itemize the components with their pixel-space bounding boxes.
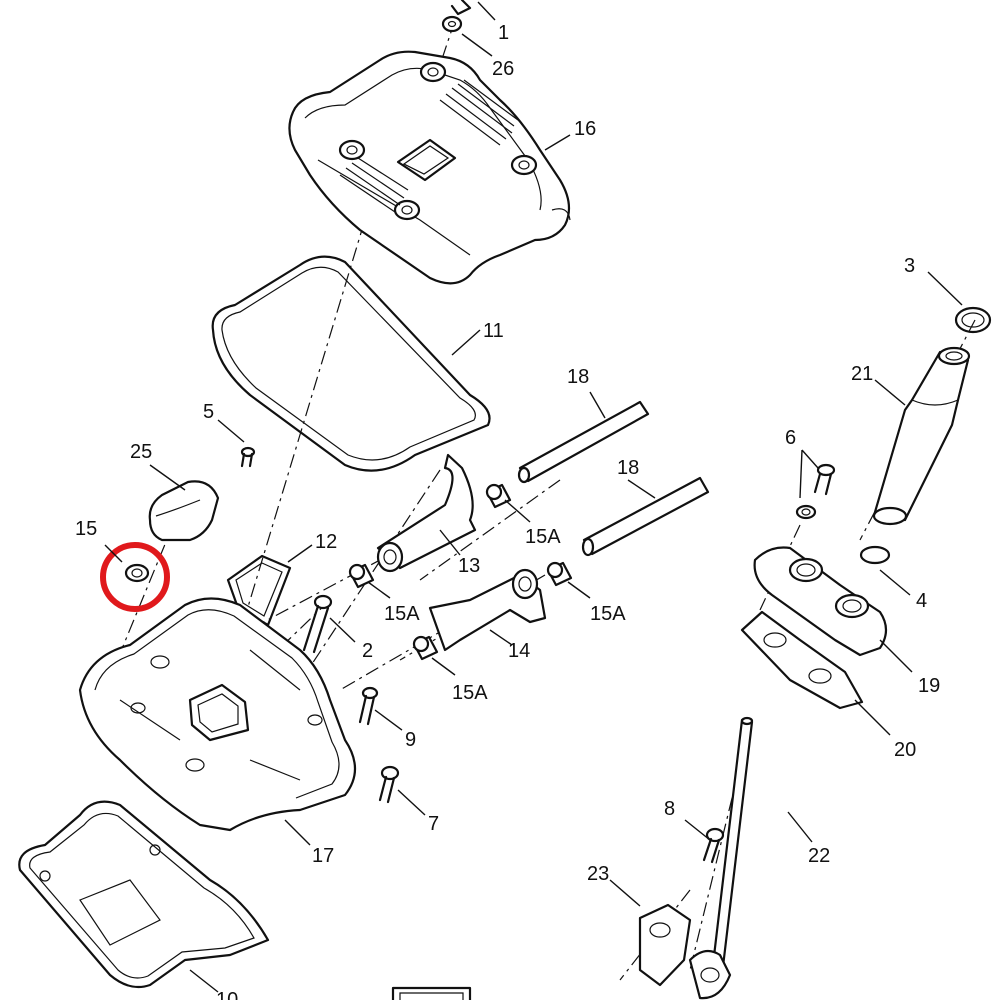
callout-14: 14 <box>508 640 530 662</box>
callout-5: 5 <box>203 401 214 423</box>
callout-4: 4 <box>916 590 927 612</box>
bolt-2 <box>302 594 333 654</box>
bolt-9 <box>358 686 379 726</box>
callout-15a-c: 15A <box>590 603 626 625</box>
callout-20: 20 <box>894 739 916 761</box>
rocker-housing-17 <box>78 597 357 832</box>
callout-22: 22 <box>808 845 830 867</box>
callout-15a-a: 15A <box>525 526 561 548</box>
callout-10: 10 <box>216 989 238 1000</box>
partial-part-bottom <box>391 986 472 1000</box>
o-ring-4 <box>859 545 891 565</box>
rocker-shaft-18-upper <box>517 400 650 484</box>
callout-25: 25 <box>130 441 152 463</box>
callout-15a-b: 15A <box>384 603 420 625</box>
bushing-15a-a <box>485 483 512 509</box>
bushing-15a-d <box>412 635 439 661</box>
screw-6 <box>795 463 836 520</box>
bracket-23 <box>638 903 732 1000</box>
callout-7: 7 <box>428 813 439 835</box>
callout-9: 9 <box>405 729 416 751</box>
callout-3: 3 <box>904 255 915 277</box>
bolt-8 <box>702 827 725 864</box>
bolt-7 <box>378 765 400 804</box>
callout-2: 2 <box>362 640 373 662</box>
callout-12: 12 <box>315 531 337 553</box>
callout-6: 6 <box>785 427 796 449</box>
rocker-shaft-18-lower <box>581 476 710 557</box>
rocker-cover-16 <box>288 50 571 285</box>
callout-18-upper: 18 <box>567 366 589 388</box>
callout-11: 11 <box>483 320 504 342</box>
lifter-block-19 <box>753 546 888 657</box>
rocker-arm-14 <box>428 568 547 652</box>
bushing-15a-c <box>546 561 573 587</box>
leader-lines <box>104 1 963 993</box>
callout-1: 1 <box>498 22 509 44</box>
callout-13: 13 <box>458 555 480 577</box>
bushing-15a-b <box>348 563 375 589</box>
callout-labels: 1 26 16 3 11 21 18 5 25 18 6 15 15A 12 1… <box>75 22 940 1000</box>
breather-cover-25 <box>148 480 220 542</box>
base-gasket-10 <box>18 800 270 989</box>
o-ring-3 <box>954 306 992 334</box>
callout-19: 19 <box>918 675 940 697</box>
rocker-arm-13 <box>376 453 477 573</box>
highlight-circle <box>100 542 170 612</box>
callout-15: 15 <box>75 518 97 540</box>
callout-16: 16 <box>574 118 596 140</box>
pushrod-tube-21 <box>872 346 971 526</box>
bolt-1 <box>450 0 472 16</box>
callout-15a-d: 15A <box>452 682 488 704</box>
callout-21: 21 <box>851 363 873 385</box>
lifter-gasket-20 <box>740 610 864 710</box>
plug-15 <box>124 563 150 583</box>
washer-26 <box>441 15 463 33</box>
callout-23: 23 <box>587 863 609 885</box>
callout-8: 8 <box>664 798 675 820</box>
screw-5 <box>240 446 256 468</box>
callout-17: 17 <box>312 845 334 867</box>
callout-26: 26 <box>492 58 514 80</box>
cover-gasket-11 <box>211 255 491 472</box>
callout-18-lower: 18 <box>617 457 639 479</box>
